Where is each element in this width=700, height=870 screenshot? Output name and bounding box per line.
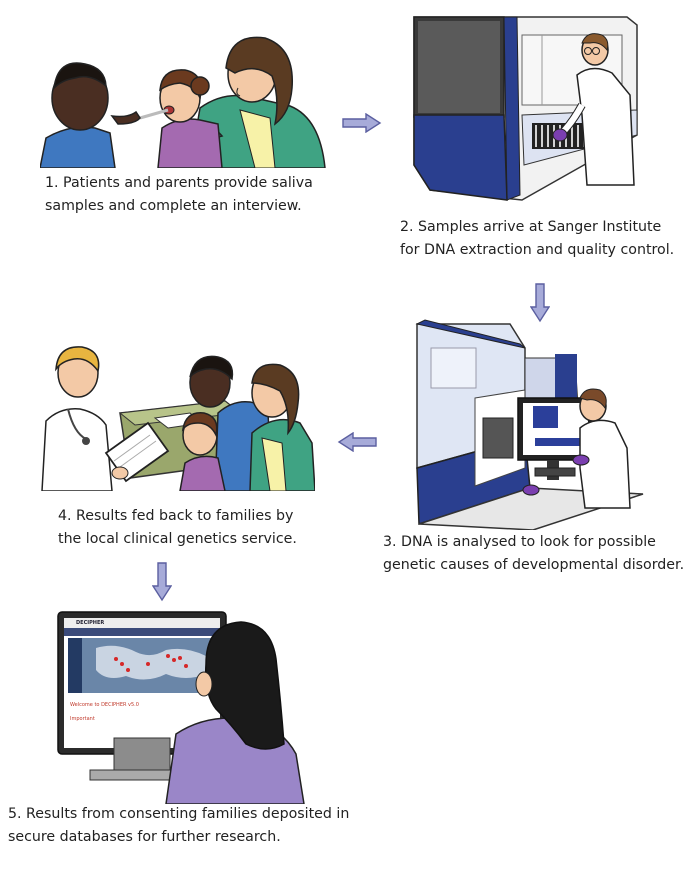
girl-figure <box>139 69 223 168</box>
caption-line: samples and complete an interview. <box>45 198 302 214</box>
step-4-illustration <box>40 343 315 491</box>
step-4-caption: 4. Results fed back to families by the l… <box>58 505 297 551</box>
caption-line: secure databases for further research. <box>8 829 281 845</box>
step-2-illustration <box>412 15 640 205</box>
caption-line: the local clinical genetics service. <box>58 531 297 547</box>
step-5-illustration: DECIPHER Welcome to DECIPHER v5.0 Import… <box>56 604 306 804</box>
screen-subheading: Important <box>70 716 95 722</box>
step-3-caption: 3. DNA is analysed to look for possible … <box>383 531 684 577</box>
caption-line: 2. Samples arrive at Sanger Institute <box>400 219 662 235</box>
caption-line: for DNA extraction and quality control. <box>400 242 675 258</box>
caption-line: 3. DNA is analysed to look for possible <box>383 534 656 550</box>
screen-heading: Welcome to DECIPHER v5.0 <box>70 702 139 708</box>
screen-logo: DECIPHER <box>76 620 105 626</box>
step-3-illustration <box>415 318 645 530</box>
father-figure <box>40 62 141 168</box>
down-arrow-icon <box>152 562 172 602</box>
caption-line: genetic causes of developmental disorder… <box>383 557 685 573</box>
caption-line: 1. Patients and parents provide saliva <box>45 175 313 191</box>
down-arrow-icon <box>530 283 550 323</box>
step-2-caption: 2. Samples arrive at Sanger Institute fo… <box>400 216 674 262</box>
left-arrow-icon <box>337 432 377 452</box>
step-1-caption: 1. Patients and parents provide saliva s… <box>45 172 313 218</box>
right-arrow-icon <box>342 113 382 133</box>
step-1-illustration <box>40 28 330 168</box>
step-5-caption: 5. Results from consenting families depo… <box>8 803 349 849</box>
caption-line: 4. Results fed back to families by <box>58 508 294 524</box>
caption-line: 5. Results from consenting families depo… <box>8 806 350 822</box>
